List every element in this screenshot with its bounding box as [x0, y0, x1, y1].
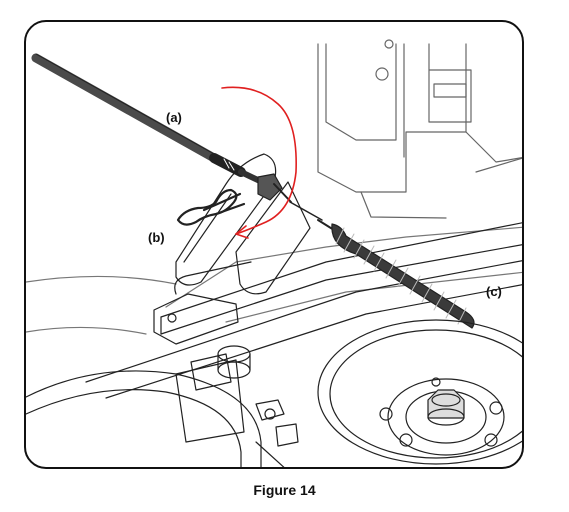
figure-caption: Figure 14 — [253, 482, 316, 498]
callout-c: (c) — [486, 284, 502, 299]
hairpin-clip — [176, 188, 246, 226]
rotation-arrow — [221, 86, 297, 239]
callout-a: (a) — [166, 110, 182, 125]
spindle-assembly — [175, 345, 299, 467]
diagram-frame: (a) (b) (c) — [24, 20, 524, 469]
callout-b: (b) — [148, 230, 165, 245]
housing-outline — [317, 39, 522, 219]
control-cable — [31, 53, 265, 185]
mower-diagram: (a) (b) (c) — [26, 39, 522, 467]
deck-outline — [26, 226, 522, 335]
tension-spring — [317, 219, 475, 329]
right-pulley — [317, 319, 522, 465]
